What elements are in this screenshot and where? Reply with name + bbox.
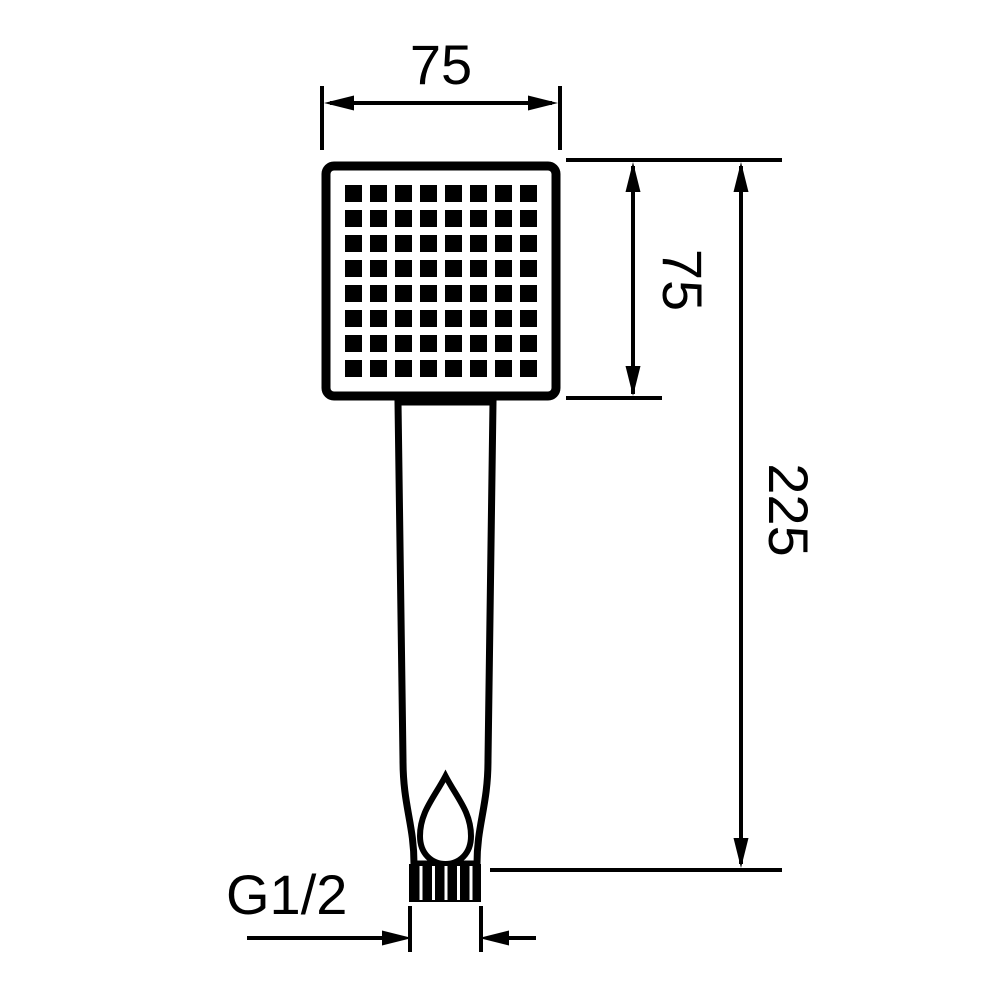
arrowhead-up [625, 162, 641, 192]
arrowhead-down [733, 838, 749, 868]
arrowhead-right [528, 95, 558, 111]
dimension-total-length: 225 [490, 162, 820, 872]
arrowhead-down [625, 366, 641, 396]
dimension-label-head-width: 75 [410, 33, 472, 96]
dimension-label-total-length: 225 [757, 463, 820, 556]
arrowhead-left [324, 95, 354, 111]
shower-head [321, 161, 561, 401]
dimension-label-thread: G1/2 [226, 863, 347, 926]
arrowhead-inward-left [382, 930, 412, 946]
dimension-head-width: 75 [320, 33, 562, 150]
thread-ribs [419, 866, 473, 900]
dimension-head-height: 75 [566, 158, 782, 400]
handle [394, 398, 497, 868]
nozzle-grid [345, 185, 537, 377]
arrowhead-up [733, 162, 749, 192]
thread-connector [409, 864, 481, 902]
arrowhead-inward-right [479, 930, 509, 946]
dimension-thread: G1/2 [226, 863, 536, 952]
dimension-label-head-height: 75 [651, 249, 714, 311]
